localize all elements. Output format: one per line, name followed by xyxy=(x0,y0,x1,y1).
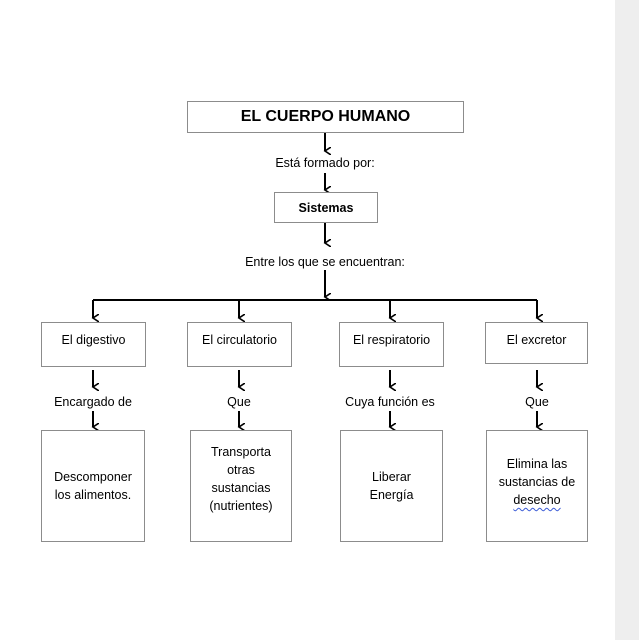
system-box-respiratorio: El respiratorio xyxy=(339,322,444,367)
system-box-excretor: El excretor xyxy=(485,322,588,364)
connector-entre-los-que: Entre los que se encuentran: xyxy=(245,255,405,269)
sistemas-box: Sistemas xyxy=(274,192,378,223)
function-box-respiratorio: Liberar Energía xyxy=(340,430,443,542)
connector-digestivo: Encargado de xyxy=(54,395,132,409)
function-text: Liberar Energía xyxy=(369,470,414,502)
system-label: El excretor xyxy=(506,333,567,347)
spellcheck-underlined-word: desecho xyxy=(513,493,561,507)
connector-lines xyxy=(0,133,615,640)
function-text: Elimina las sustancias de desecho xyxy=(498,457,576,507)
sistemas-text: Sistemas xyxy=(298,200,354,215)
connector-circulatorio: Que xyxy=(227,395,251,409)
title-box: EL CUERPO HUMANO xyxy=(187,101,464,133)
document-page: EL CUERPO HUMANO Está formado por: Siste… xyxy=(0,101,615,640)
connector-excretor: Que xyxy=(525,395,549,409)
connector-respiratorio: Cuya función es xyxy=(345,395,435,409)
system-label: El circulatorio xyxy=(201,333,278,347)
system-box-digestivo: El digestivo xyxy=(41,322,146,367)
side-panel xyxy=(615,0,639,640)
system-box-circulatorio: El circulatorio xyxy=(187,322,292,367)
function-box-digestivo: Descomponer los alimentos. xyxy=(41,430,145,542)
connector-formado-por: Está formado por: xyxy=(275,156,375,170)
title-text: EL CUERPO HUMANO xyxy=(240,108,411,125)
system-label: El digestivo xyxy=(61,333,126,347)
function-text: Transporta otras sustancias (nutrientes) xyxy=(209,445,273,513)
system-label: El respiratorio xyxy=(352,333,431,347)
function-text: Descomponer los alimentos. xyxy=(54,470,132,502)
function-box-circulatorio: Transporta otras sustancias (nutrientes) xyxy=(190,430,292,542)
function-box-excretor: Elimina las sustancias de desecho xyxy=(486,430,588,542)
